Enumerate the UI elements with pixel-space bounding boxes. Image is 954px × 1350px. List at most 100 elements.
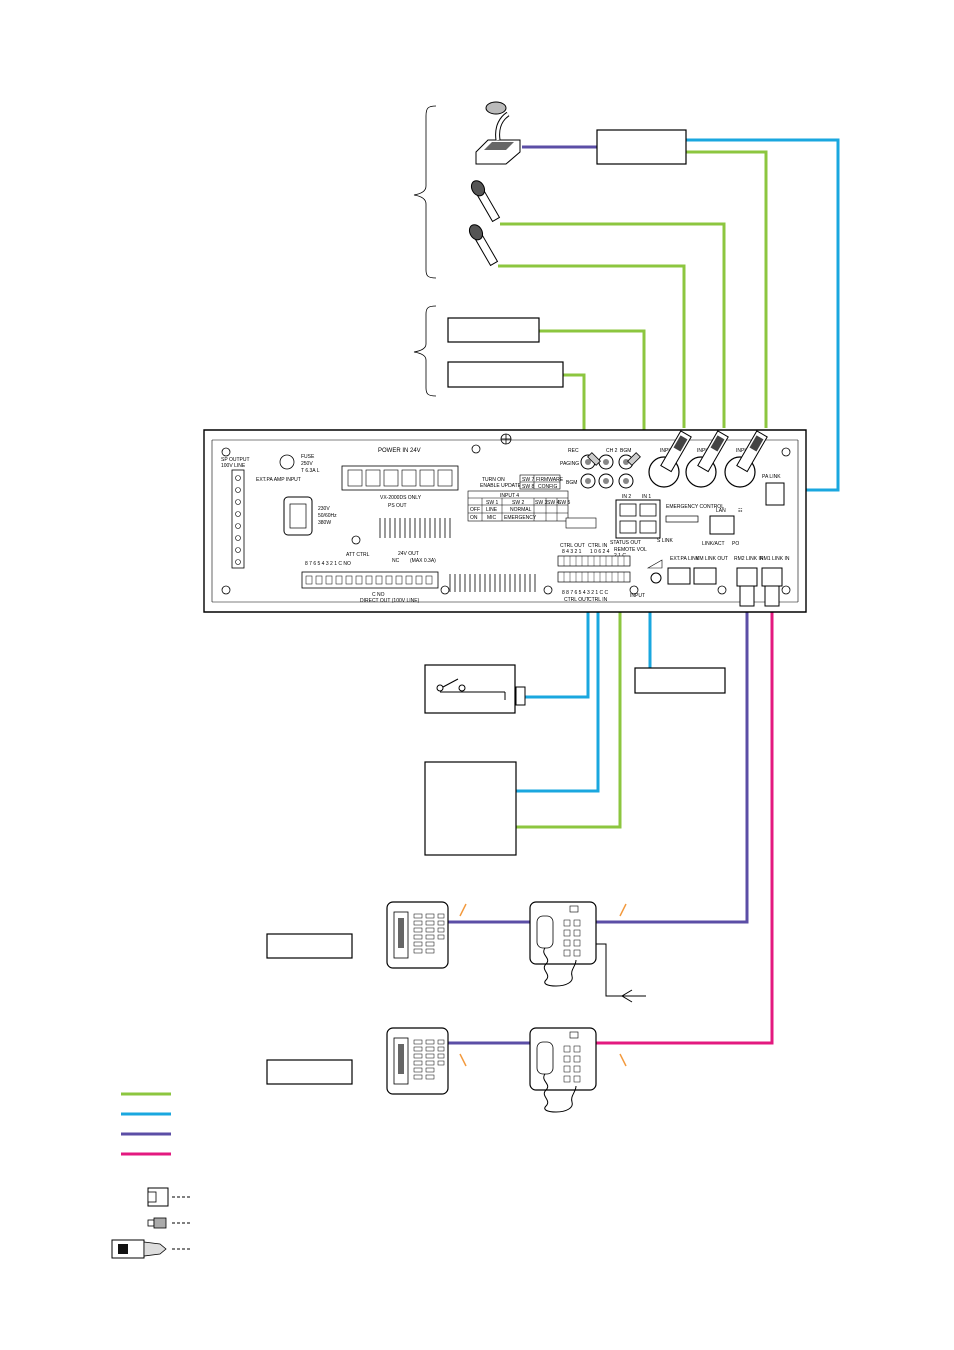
cable-break-marks [459, 903, 627, 1067]
label-input-3: INPU [736, 448, 748, 454]
label-sw3: SW 3 [535, 500, 547, 506]
label-ctrl-in-nums: 1 0 6 2 4 [590, 549, 610, 555]
xlr-inputs: INPU INPU INPU [648, 430, 768, 488]
label-ctrl-in-bottom: CTRL IN [588, 597, 608, 603]
label-ps-out: PS OUT [388, 503, 407, 509]
label-fuse-voltage: 250V [301, 461, 313, 467]
label-link-act: LINK/ACT [702, 541, 725, 547]
label-c-no: C NO [372, 592, 385, 598]
label-enable-update: ENABLE UPDATE [480, 483, 522, 489]
remote-label-box-1 [266, 933, 353, 959]
label-off-row1: OFF [470, 507, 480, 513]
rca-plug-icon [587, 452, 641, 466]
remote-microphone-station-icon [529, 1027, 597, 1113]
label-rm1-link-in: RM1 LINK IN [760, 556, 790, 562]
label-ext-pa-amp-input: EXT.PA AMP INPUT [256, 477, 301, 483]
dip-switch-bank[interactable] [565, 517, 597, 529]
label-mains-hz: 50/60Hz [318, 513, 337, 519]
rm2-link-in-port[interactable] [736, 567, 758, 587]
network-icon: ☷ [738, 508, 743, 514]
label-firmware: FIRMWARE [536, 477, 564, 483]
rj45-connector-icon [147, 1187, 169, 1207]
label-sw4: SW 4 [547, 500, 559, 506]
emergency-device-box [424, 761, 517, 856]
label-ext-pa-link: EXT.PA LINK [670, 556, 700, 562]
label-direct-out: DIRECT OUT (100V LINE) [360, 598, 420, 604]
label-po: PO [732, 541, 739, 547]
label-remote-vol: REMOTE VOL [614, 547, 647, 553]
remote-volume-box [634, 667, 726, 694]
label-mains-w: 380W [318, 520, 331, 526]
speaker-arrow-icon [596, 943, 646, 1003]
label-sw2: SW 2 [512, 500, 524, 506]
rj45-in1-upper[interactable] [639, 503, 657, 517]
xlr-plug-icon [111, 1239, 167, 1259]
label-nc: NC [392, 558, 400, 564]
label-sp-output: SP OUTPUT [221, 457, 250, 463]
label-att-numbers: 8 7 6 5 4 3 2 1 C NO [305, 561, 351, 567]
rj45-in2-lower[interactable] [619, 520, 637, 534]
label-att-ctrl: ATT CTRL [346, 552, 370, 558]
label-vx-only: VX-2000DS ONLY [380, 495, 422, 501]
label-mains-v: 230V [318, 506, 330, 512]
brace-sources [413, 305, 437, 397]
label-turn-on: TURN ON [482, 477, 505, 483]
legend [111, 1092, 190, 1259]
label-rm2-link-in: RM2 LINK IN [734, 556, 764, 562]
remote-volume-knob[interactable] [650, 572, 662, 584]
wire-emergency-ctrl [516, 580, 600, 793]
label-status-out: STATUS OUT [610, 540, 641, 546]
ext-pa-link-port[interactable] [667, 567, 691, 585]
label-fuse: FUSE [301, 454, 315, 460]
label-power-in: POWER IN 24V [378, 448, 421, 454]
label-in2: IN 2 [622, 494, 631, 500]
label-line: LINE [486, 507, 498, 513]
label-ctrl-in-top: CTRL IN [588, 543, 608, 549]
label-fuse-rating: T 6.3A L [301, 468, 320, 474]
label-ctrl-out-bottom: CTRL OUT [564, 597, 589, 603]
label-sw7: SW 7 [522, 477, 534, 483]
handheld-microphone-icon [468, 180, 501, 267]
audio-source-box-b [447, 361, 564, 388]
pa-link-port[interactable] [765, 482, 785, 506]
wire-box-b-paging [563, 373, 586, 452]
rj45-in2-upper[interactable] [619, 503, 637, 517]
dip-switch-table [467, 490, 569, 522]
label-24v-out: 24V OUT [398, 551, 419, 557]
label-s-link: S LINK [657, 538, 674, 544]
label-lan: LAN [716, 508, 726, 514]
label-pa-link: PA LINK [762, 474, 781, 480]
label-input-2: INPU [697, 448, 709, 454]
vm-link-out-port[interactable] [693, 567, 717, 585]
label-paging: PAGING [560, 461, 579, 467]
label-sw1: SW 1 [486, 500, 498, 506]
wire-switch-ctrl [525, 580, 590, 699]
emergency-control-terminal[interactable] [665, 515, 699, 523]
label-bottom-nums: 8 8 7 6 5 4 3 2 1 C C [562, 590, 609, 596]
label-on-row2: ON [470, 515, 478, 521]
label-100v-line: 100V LINE [221, 463, 246, 469]
wire-rm1-link [596, 605, 774, 1045]
xlr-plug-icon [660, 430, 768, 473]
rj45-connector-icon [739, 585, 755, 607]
rm1-link-in-port[interactable] [761, 567, 783, 587]
mic-amplifier-box [596, 129, 687, 165]
label-out-max: (MAX 0.3A) [410, 558, 436, 564]
label-vm-link-out: VM LINK OUT [696, 556, 728, 562]
wire-rm2-link [596, 605, 749, 924]
label-input4: INPUT 4 [500, 493, 519, 499]
remote-microphone-station-icon [386, 1027, 449, 1095]
wire-mic2-input1 [498, 264, 686, 428]
label-in1: IN 1 [642, 494, 651, 500]
wire-mic1-input2 [500, 222, 726, 428]
audio-source-box-a [447, 317, 540, 343]
lan-port[interactable] [709, 515, 735, 535]
desk-microphone-icon [475, 101, 521, 165]
label-bgm-right: BGM [620, 448, 631, 454]
rca-plug-icon [147, 1217, 167, 1229]
label-sw8: SW 8 [522, 484, 534, 490]
rj45-in1-lower[interactable] [639, 520, 657, 534]
label-emergency-control: EMERGENCY CONTROL [666, 504, 724, 510]
